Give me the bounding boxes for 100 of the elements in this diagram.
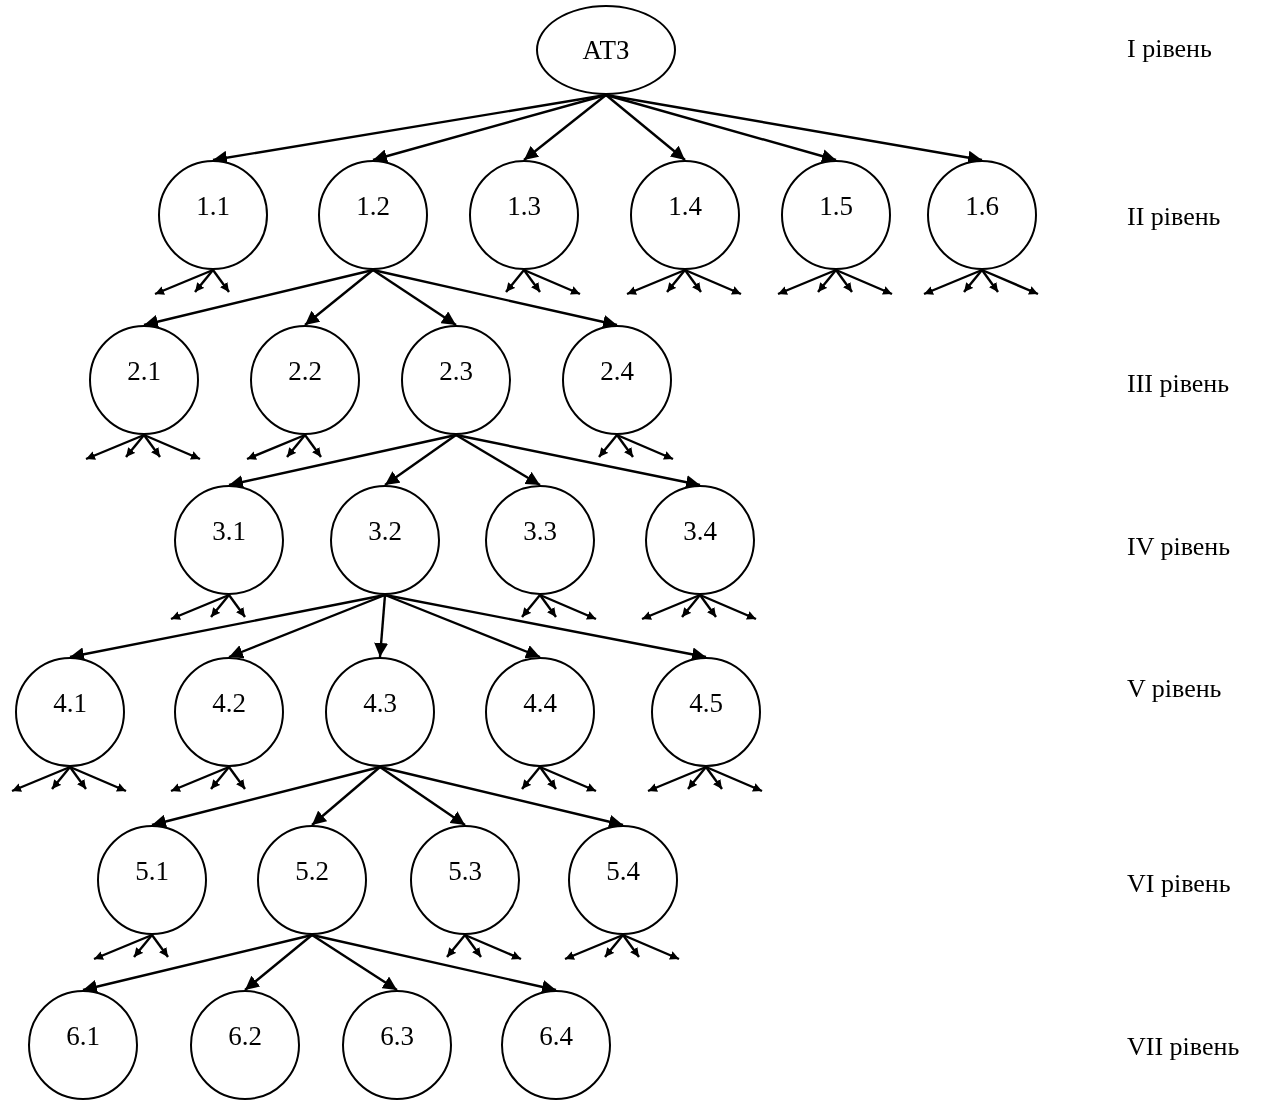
- arrow: [626, 268, 686, 296]
- arrow: [684, 269, 702, 293]
- arrow: [835, 269, 853, 293]
- circle-node: 1.4: [630, 160, 740, 270]
- arrow: [51, 766, 71, 790]
- arrow: [379, 766, 466, 826]
- arrow: [699, 594, 717, 618]
- level-label: V рівень: [1127, 674, 1222, 704]
- circle-node: 2.4: [562, 325, 672, 435]
- arrow: [304, 434, 322, 458]
- arrow: [705, 766, 723, 790]
- circle-node: 4.4: [485, 657, 595, 767]
- arrow: [286, 434, 306, 458]
- arrow: [523, 94, 607, 161]
- arrow: [372, 268, 618, 329]
- level-label: III рівень: [1127, 369, 1230, 399]
- level-label: IV рівень: [1127, 532, 1231, 562]
- circle-node: 4.3: [325, 657, 435, 767]
- arrow: [69, 765, 127, 793]
- arrow: [228, 766, 246, 790]
- arrow: [170, 765, 230, 793]
- arrow: [143, 434, 161, 458]
- arrow: [384, 434, 457, 486]
- arrow: [622, 934, 640, 958]
- arrow: [981, 269, 999, 293]
- arrow: [464, 933, 522, 961]
- arrow: [777, 268, 837, 296]
- arrow: [311, 934, 398, 991]
- circle-node: 1.3: [469, 160, 579, 270]
- arrow: [705, 765, 763, 793]
- arrow: [564, 933, 624, 961]
- circle-node: 1.5: [781, 160, 891, 270]
- arrow: [505, 269, 525, 293]
- arrow: [154, 268, 214, 296]
- arrow: [605, 94, 686, 161]
- arrow: [151, 934, 169, 958]
- circle-node: 5.2: [257, 825, 367, 935]
- arrow: [210, 766, 230, 790]
- circle-node: 4.2: [174, 657, 284, 767]
- circle-node: 5.1: [97, 825, 207, 935]
- arrow: [539, 766, 557, 790]
- arrow: [151, 765, 381, 829]
- arrow: [539, 765, 597, 793]
- arrow: [521, 594, 541, 618]
- level-label: II рівень: [1127, 202, 1221, 232]
- arrow: [246, 433, 306, 461]
- arrow: [125, 434, 145, 458]
- arrow: [699, 593, 757, 621]
- arrow: [379, 765, 624, 829]
- arrow: [604, 934, 624, 958]
- circle-node: 5.4: [568, 825, 678, 935]
- arrow: [372, 269, 457, 326]
- arrow: [133, 934, 153, 958]
- arrow: [464, 934, 482, 958]
- arrow: [194, 269, 214, 293]
- arrow: [616, 433, 674, 461]
- ellipse-node: АТЗ: [536, 5, 676, 95]
- arrow: [143, 433, 201, 461]
- arrow: [641, 593, 701, 621]
- level-label: I рівень: [1127, 34, 1212, 64]
- arrow: [539, 594, 557, 618]
- arrow: [539, 593, 597, 621]
- arrow: [523, 268, 581, 296]
- arrow: [521, 766, 541, 790]
- circle-node: 3.4: [645, 485, 755, 595]
- level-label: VI рівень: [1127, 869, 1231, 899]
- circle-node: 3.2: [330, 485, 440, 595]
- arrow: [446, 934, 466, 958]
- arrow: [228, 594, 246, 618]
- arrow: [228, 593, 386, 659]
- arrow: [85, 433, 145, 461]
- arrow: [681, 594, 701, 618]
- arrow: [311, 766, 381, 826]
- arrow: [923, 268, 983, 296]
- arrow: [455, 433, 541, 487]
- circle-node: 6.3: [342, 990, 452, 1100]
- circle-node: 2.3: [401, 325, 511, 435]
- arrow: [11, 765, 71, 793]
- arrow: [212, 269, 230, 293]
- circle-node: 2.2: [250, 325, 360, 435]
- circle-node: 6.4: [501, 990, 611, 1100]
- arrow: [598, 434, 618, 458]
- circle-node: 4.1: [15, 657, 125, 767]
- arrow: [523, 269, 541, 293]
- arrow: [981, 268, 1039, 296]
- circle-node: 1.1: [158, 160, 268, 270]
- arrow: [963, 269, 983, 293]
- circle-node: 4.5: [651, 657, 761, 767]
- arrow: [622, 933, 680, 961]
- arrow: [647, 765, 707, 793]
- circle-node: 6.2: [190, 990, 300, 1100]
- circle-node: 1.2: [318, 160, 428, 270]
- arrow: [616, 434, 634, 458]
- circle-node: 1.6: [927, 160, 1037, 270]
- arrow: [244, 934, 313, 991]
- arrow: [311, 933, 557, 994]
- circle-node: 6.1: [28, 990, 138, 1100]
- arrow: [170, 593, 230, 621]
- circle-node: 3.1: [174, 485, 284, 595]
- arrow: [687, 766, 707, 790]
